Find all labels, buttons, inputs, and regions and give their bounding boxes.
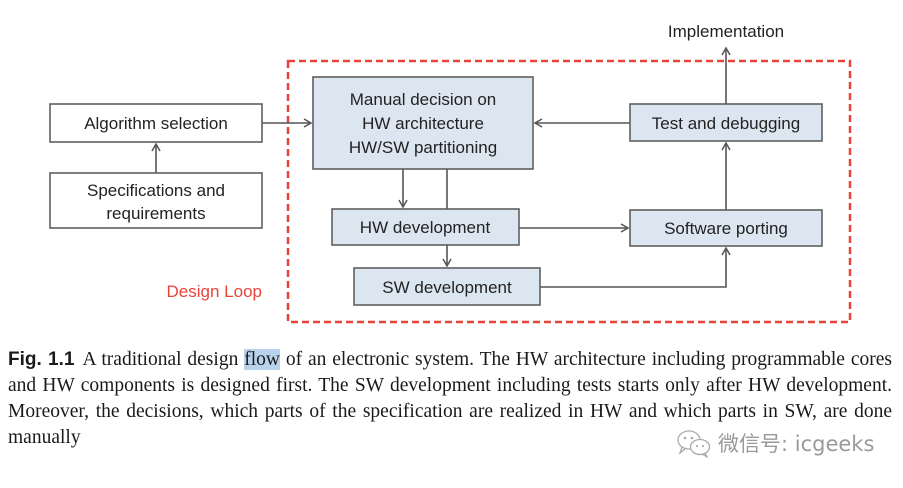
watermark: 微信号: icgeeks — [676, 428, 874, 458]
caption-highlighted-word[interactable]: flow — [244, 349, 280, 370]
implementation-label: Implementation — [668, 22, 784, 41]
caption-text-start: A traditional design — [82, 349, 245, 370]
node-algorithm-selection: Algorithm selection — [49, 103, 263, 143]
node-sw-development-label: SW development — [382, 278, 512, 297]
node-specifications: Specifications and requirements — [49, 172, 263, 229]
watermark-text: 微信号: icgeeks — [718, 432, 875, 456]
node-hw-development-label: HW development — [360, 218, 491, 237]
design-loop-label: Design Loop — [167, 282, 262, 301]
wechat-icon — [677, 430, 711, 458]
node-manual-decision-line2: HW architecture — [362, 114, 484, 133]
design-loop-border — [286, 59, 852, 324]
node-test-debugging: Test and debugging — [629, 103, 823, 142]
node-hw-development: HW development — [331, 208, 520, 246]
node-manual-decision: Manual decision on HW architecture HW/SW… — [312, 76, 534, 170]
connectors — [151, 46, 731, 288]
design-flow-diagram: Algorithm selection Specifications and r… — [49, 22, 852, 324]
edge-swdev-to-porting — [540, 246, 731, 288]
node-manual-decision-line3: HW/SW partitioning — [349, 138, 497, 157]
node-test-debugging-label: Test and debugging — [652, 114, 800, 133]
node-software-porting: Software porting — [629, 209, 823, 247]
caption-text-end: of an electronic system. The HW architec… — [8, 349, 892, 448]
node-sw-development: SW development — [353, 267, 541, 306]
node-manual-decision-line1: Manual decision on — [350, 90, 496, 109]
node-specifications-line2: requirements — [106, 204, 205, 223]
node-specifications-line1: Specifications and — [87, 181, 225, 200]
node-software-porting-label: Software porting — [664, 219, 788, 238]
figure-caption: Fig. 1.1 A traditional design flow of an … — [8, 347, 892, 451]
figure-label: Fig. 1.1 — [8, 349, 75, 370]
node-algorithm-selection-label: Algorithm selection — [84, 114, 228, 133]
